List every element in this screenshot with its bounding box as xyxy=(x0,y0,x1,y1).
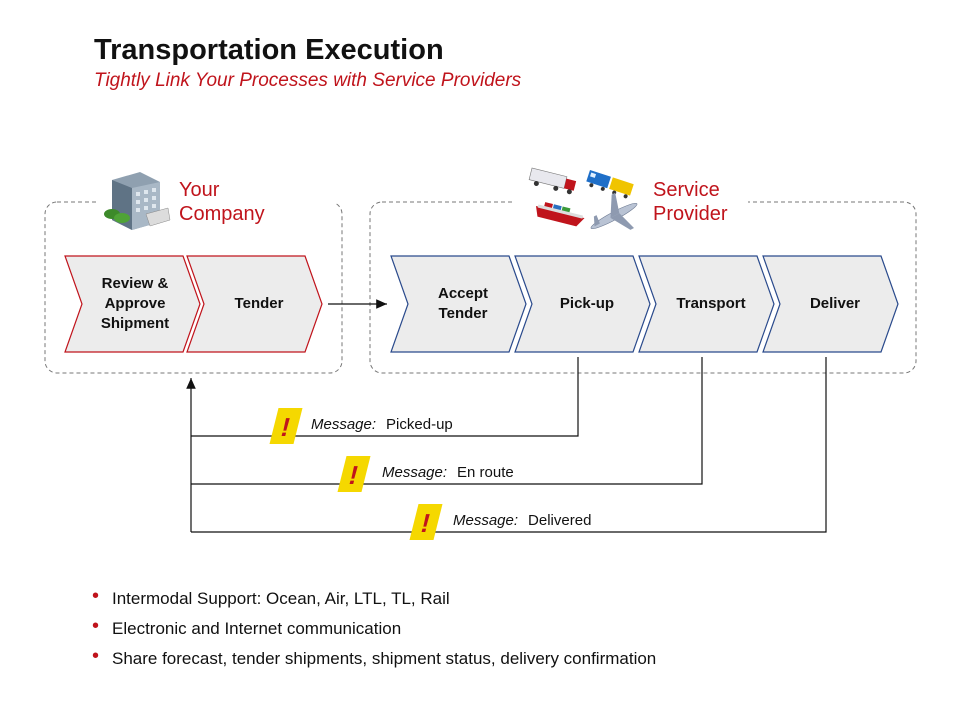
list-item: • Intermodal Support: Ocean, Air, LTL, TL… xyxy=(92,584,656,614)
message-text: Delivered xyxy=(528,512,592,529)
train-icon xyxy=(586,170,634,199)
page-title: Transportation Execution xyxy=(94,34,444,66)
list-item: • Share forecast, tender shipments, shipm… xyxy=(92,644,656,674)
airplane-icon xyxy=(590,192,638,230)
step-review-line: Approve xyxy=(104,295,166,312)
provider-label-line: Provider xyxy=(653,203,728,225)
step-deliver-chevron xyxy=(762,255,899,353)
step-review-chevron xyxy=(64,255,201,353)
step-accept-chevron xyxy=(390,255,527,353)
company-label-line: Company xyxy=(179,203,265,225)
bullet-dot-icon: • xyxy=(92,585,100,607)
list-item-text: Share forecast, tender shipments, shipme… xyxy=(112,649,657,668)
list-item-text: Intermodal Support: Ocean, Air, LTL, TL,… xyxy=(112,589,450,608)
step-tender-chevron xyxy=(186,255,323,353)
bullet-dot-icon: • xyxy=(92,645,100,667)
cargo-ship-icon xyxy=(536,202,585,227)
company-group-label: Your Company xyxy=(179,178,265,226)
step-transport-chevron xyxy=(638,255,775,353)
warning-icon: ! xyxy=(269,408,303,444)
list-item-text: Electronic and Internet communication xyxy=(112,619,402,638)
feedback-line-deliver xyxy=(191,357,827,533)
feedback-line-pickup xyxy=(191,357,579,437)
message-delivered: Message: Delivered xyxy=(453,512,591,529)
provider-group-label: Service Provider xyxy=(653,178,727,226)
truck-icon xyxy=(528,167,577,195)
office-building-icon xyxy=(104,172,171,230)
provider-label-line: Service xyxy=(653,179,720,201)
step-accept-line: Tender xyxy=(438,305,488,322)
message-en-route: Message: En route xyxy=(382,464,514,481)
message-prefix: Message: xyxy=(311,416,377,433)
page-subtitle: Tightly Link Your Processes with Service… xyxy=(94,70,522,91)
feature-list: • Intermodal Support: Ocean, Air, LTL, TL… xyxy=(92,584,656,674)
message-prefix: Message: xyxy=(382,464,448,481)
step-tender-label: Tender xyxy=(234,295,284,312)
step-transport-label: Transport xyxy=(676,295,746,312)
step-review-label: Review & Approve Shipment xyxy=(80,258,190,350)
warning-icon: ! xyxy=(409,504,443,540)
step-review-line: Review & xyxy=(101,275,169,292)
step-pickup-label: Pick-up xyxy=(559,295,615,312)
warning-icon: ! xyxy=(337,456,371,492)
step-pickup-chevron xyxy=(514,255,651,353)
message-text: Picked-up xyxy=(386,416,453,433)
list-item: • Electronic and Internet communication xyxy=(92,614,656,644)
message-picked-up: Message: Picked-up xyxy=(311,416,453,433)
bullet-dot-icon: • xyxy=(92,615,100,637)
step-accept-line: Accept xyxy=(437,285,489,302)
step-review-line: Shipment xyxy=(100,315,170,332)
message-prefix: Message: xyxy=(453,512,519,529)
company-label-line: Your xyxy=(179,179,220,201)
message-text: En route xyxy=(457,464,514,481)
step-accept-label: Accept Tender xyxy=(408,258,518,350)
step-deliver-label: Deliver xyxy=(809,295,861,312)
